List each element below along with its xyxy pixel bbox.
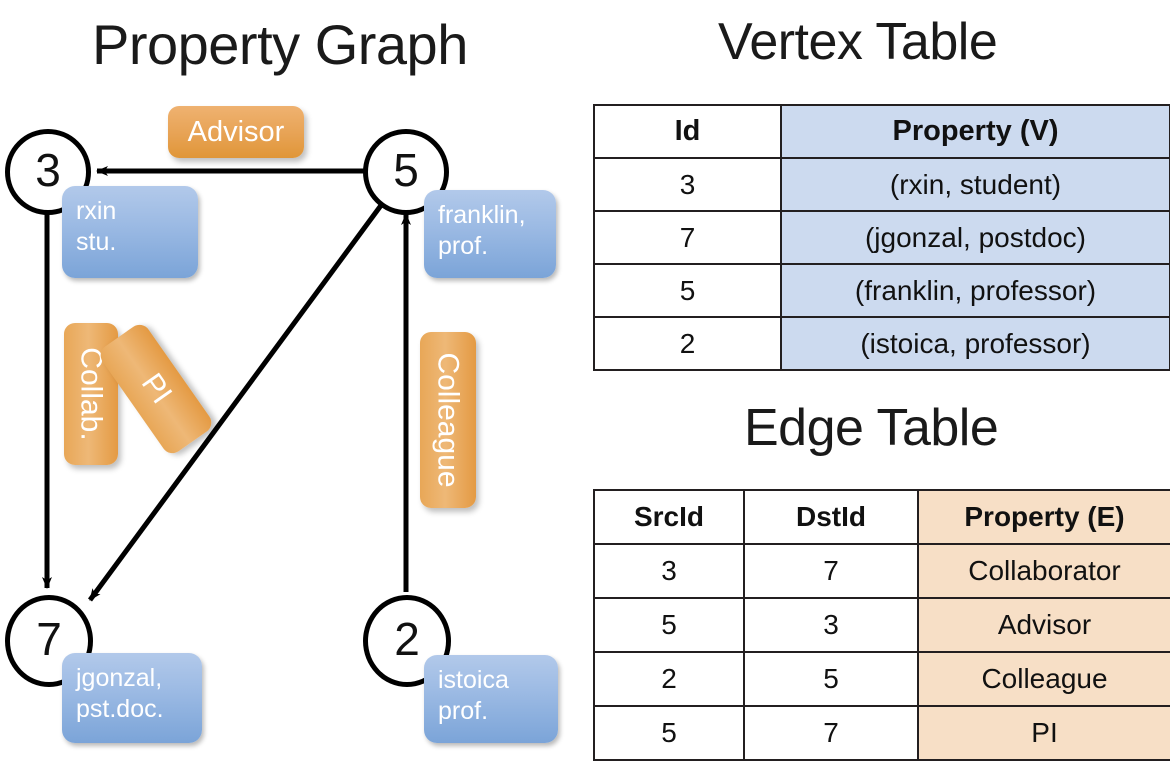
vertex-cell-property: (franklin, professor) <box>780 263 1170 318</box>
vertex-cell-property: (istoica, professor) <box>780 316 1170 371</box>
edge-table-header-property: Property (E) <box>917 489 1170 545</box>
page-title-vertex-table: Vertex Table <box>718 13 998 71</box>
edge-label-pi-text: PI <box>134 367 179 410</box>
vertex-table-row[interactable]: 7(jgonzal, postdoc) <box>593 210 1170 265</box>
vertex-property-box-3: rxin stu. <box>62 186 198 278</box>
edge-cell-dstid: 5 <box>743 651 919 707</box>
edge-line-5-7 <box>87 202 385 602</box>
vertex-cell-id: 3 <box>593 157 782 212</box>
page-title-edge-table: Edge Table <box>744 399 999 457</box>
graph-node-2-id: 2 <box>394 613 420 665</box>
vertex-table-header-id: Id <box>593 104 782 159</box>
vertex-table-header-property: Property (V) <box>780 104 1170 159</box>
vertex-cell-id: 2 <box>593 316 782 371</box>
edge-cell-srcid: 3 <box>593 543 745 599</box>
graph-node-5-id: 5 <box>393 144 419 196</box>
edge-cell-property: PI <box>917 705 1170 761</box>
graph-node-2[interactable]: 2 <box>363 595 451 687</box>
edge-label-advisor: Advisor <box>168 106 304 158</box>
vertex-property-box-2: istoica prof. <box>424 655 558 743</box>
edge-cell-property: Collaborator <box>917 543 1170 599</box>
vertex-cell-property: (jgonzal, postdoc) <box>780 210 1170 265</box>
vertex-cell-id: 5 <box>593 263 782 318</box>
edge-label-colleague-text: Colleague <box>432 352 466 488</box>
graph-edges-canvas <box>42 166 411 602</box>
edge-cell-srcid: 2 <box>593 651 745 707</box>
graph-node-7-id: 7 <box>36 613 62 665</box>
vertex-cell-id: 7 <box>593 210 782 265</box>
page-title-property-graph: Property Graph <box>92 13 468 76</box>
edge-cell-dstid: 7 <box>743 543 919 599</box>
vertex-property-box-5: franklin, prof. <box>424 190 556 278</box>
edge-cell-srcid: 5 <box>593 597 745 653</box>
edge-label-advisor-text: Advisor <box>187 115 285 148</box>
graph-node-3-id: 3 <box>35 144 61 196</box>
vertex-table-row[interactable]: 5(franklin, professor) <box>593 263 1170 318</box>
edge-table-header-srcid: SrcId <box>593 489 745 545</box>
edge-label-colleague: Colleague <box>420 332 476 508</box>
edge-cell-dstid: 7 <box>743 705 919 761</box>
vertex-table-row[interactable]: 3(rxin, student) <box>593 157 1170 212</box>
edge-cell-srcid: 5 <box>593 705 745 761</box>
vertex-property-box-7: jgonzal, pst.doc. <box>62 653 202 743</box>
edge-cell-dstid: 3 <box>743 597 919 653</box>
edge-cell-property: Colleague <box>917 651 1170 707</box>
graph-node-5[interactable]: 5 <box>363 129 449 215</box>
edge-cell-property: Advisor <box>917 597 1170 653</box>
vertex-cell-property: (rxin, student) <box>780 157 1170 212</box>
edge-table-header-dstid: DstId <box>743 489 919 545</box>
vertex-table-row[interactable]: 2(istoica, professor) <box>593 316 1170 371</box>
